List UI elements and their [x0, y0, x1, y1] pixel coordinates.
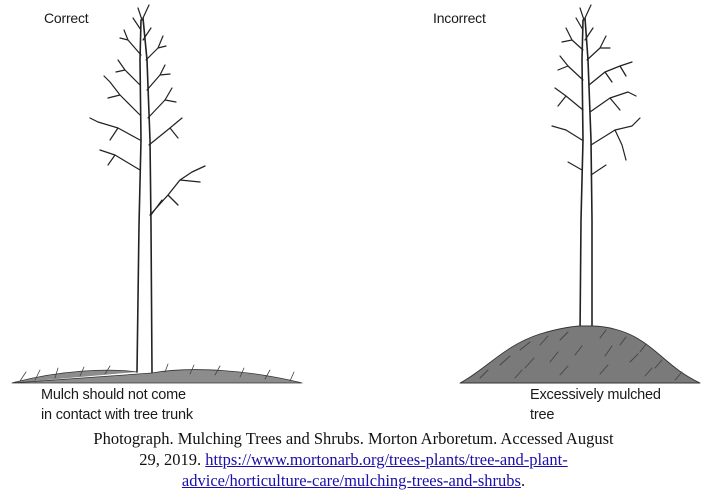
citation-date: 29, 2019. — [139, 450, 206, 469]
citation-line2: 29, 2019. https://www.mortonarb.org/tree… — [0, 449, 707, 470]
correct-tree — [11, 4, 303, 384]
correct-caption: Mulch should not come in contact with tr… — [41, 385, 193, 425]
correct-caption-line2: in contact with tree trunk — [41, 407, 193, 423]
incorrect-caption: Excessively mulched tree — [530, 385, 661, 425]
citation-line1: Photograph. Mulching Trees and Shrubs. M… — [93, 429, 614, 448]
citation-suffix: . — [520, 471, 526, 490]
correct-panel-title: Correct — [44, 10, 89, 26]
citation-link-part1[interactable]: https://www.mortonarb.org/trees-plants/t… — [205, 450, 568, 469]
citation: Photograph. Mulching Trees and Shrubs. M… — [0, 428, 707, 491]
correct-caption-line1: Mulch should not come — [41, 387, 186, 403]
incorrect-caption-line1: Excessively mulched — [530, 387, 661, 403]
citation-link-part2[interactable]: advice/horticulture-care/mulching-trees-… — [181, 471, 521, 490]
incorrect-caption-line2: tree — [530, 407, 555, 423]
incorrect-panel-title: Incorrect — [433, 10, 486, 26]
citation-line3: advice/horticulture-care/mulching-trees-… — [0, 470, 707, 491]
incorrect-tree — [459, 4, 701, 384]
